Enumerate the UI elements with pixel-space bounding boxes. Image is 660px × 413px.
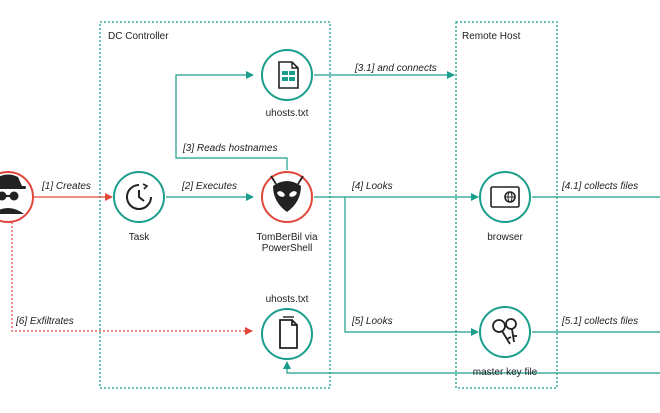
- tomberbil-label-2: PowerShell: [262, 243, 313, 254]
- dc-controller-label: DC Controller: [108, 31, 169, 42]
- uhosts-top-node: uhosts.txt: [261, 49, 313, 119]
- edge-collects41-label: [4.1] collects files: [561, 181, 638, 192]
- uhosts-bottom-node: uhosts.txt: [261, 294, 313, 360]
- edge-reads-label: [3] Reads hostnames: [182, 143, 278, 154]
- uhosts-bottom-label: uhosts.txt: [266, 294, 309, 305]
- edge-reads: [175, 71, 288, 170]
- tomberbil-label-1: TomBerBil via: [256, 232, 318, 243]
- attacker-node: [0, 171, 34, 223]
- edge-creates-label: [1] Creates: [41, 181, 91, 192]
- browser-node: browser: [479, 171, 531, 243]
- tomberbil-node: TomBerBil via PowerShell: [256, 171, 318, 254]
- edge-exfiltrates: [11, 222, 253, 335]
- masterkey-label: master key file: [473, 367, 538, 378]
- dc-controller-zone: [99, 21, 331, 389]
- browser-icon: [490, 186, 520, 208]
- text-file-icon: [278, 61, 299, 89]
- keys-icon: [492, 318, 517, 345]
- masterkey-node: master key file: [473, 306, 538, 378]
- edge-exfiltrates-label: [6] Exfiltrates: [15, 316, 74, 327]
- remote-host-zone: [455, 21, 558, 389]
- alien-icon: [270, 175, 304, 212]
- edge-looks5-label: [5] Looks: [351, 316, 393, 327]
- task-node: Task: [113, 171, 165, 243]
- edge-looks4-label: [4] Looks: [351, 181, 393, 192]
- edge-return: [283, 361, 660, 374]
- edge-collects51-label: [5.1] collects files: [561, 316, 638, 327]
- spy-icon: [0, 174, 26, 214]
- browser-label: browser: [487, 232, 523, 243]
- edge-looks5: [344, 197, 479, 336]
- clock-icon: [126, 183, 152, 210]
- uhosts-top-label: uhosts.txt: [266, 108, 309, 119]
- task-label: Task: [129, 232, 151, 243]
- edge-executes-label: [2] Executes: [181, 181, 237, 192]
- edge-connects-label: [3.1] and connects: [354, 63, 437, 74]
- remote-host-label: Remote Host: [462, 31, 521, 42]
- document-icon: [279, 316, 298, 349]
